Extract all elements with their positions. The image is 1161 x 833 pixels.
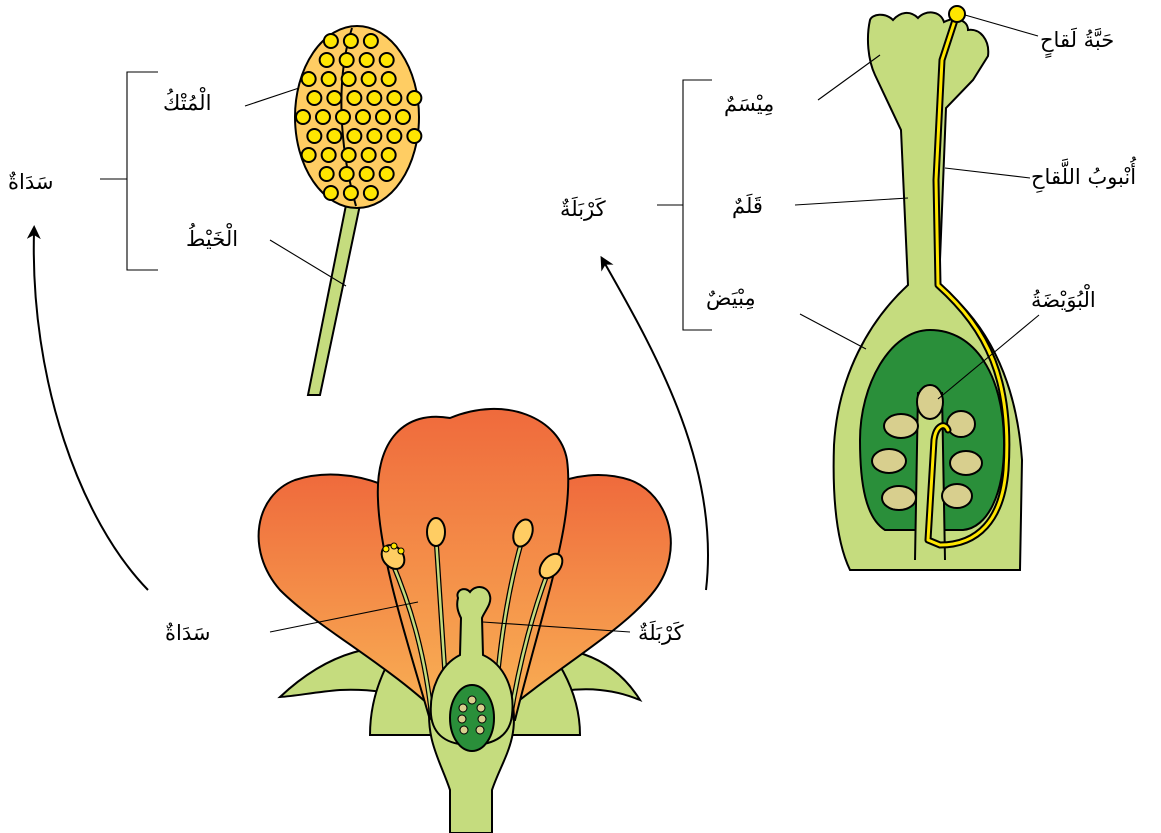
style-label: قَلَمٌ <box>732 193 763 219</box>
anther-pollen-dot <box>347 91 361 105</box>
anther-pollen-dot <box>327 129 341 143</box>
ovule <box>942 484 972 508</box>
anther-pollen-dot <box>380 167 394 181</box>
anther-pollen-dot <box>382 148 396 162</box>
arrow-to-stamen <box>34 232 148 590</box>
stamen-side-label: سَدَاةٌ <box>8 170 53 194</box>
anther-pollen-dot <box>324 186 338 200</box>
flower-pollen-dot <box>398 548 404 554</box>
ovary-leader <box>800 314 866 349</box>
stamen-illustration <box>295 26 421 395</box>
ovary-label: مِبْيَضٌ <box>706 286 756 310</box>
anther-pollen-dot <box>382 72 396 86</box>
anther-pollen-dot <box>307 129 321 143</box>
flower-pollen-dot <box>383 546 389 552</box>
anther-label: الْمُتْكُ <box>163 86 211 115</box>
flower-stamen-label: سَدَاةٌ <box>165 621 210 645</box>
anther-pollen-dot <box>360 167 374 181</box>
pollen-tube-label: أُنْبوبُ اللَّقاحِ <box>1031 156 1137 193</box>
anther-pollen-dot <box>347 129 361 143</box>
anther-pollen-dot <box>322 72 336 86</box>
anther-pollen-dot <box>407 129 421 143</box>
ovule-label: الْبُوَيْضَةُ <box>1031 283 1096 312</box>
stigma-leader <box>818 55 880 100</box>
anther-pollen-dot <box>322 148 336 162</box>
anther-pollen-dot <box>320 53 334 67</box>
anther-pollen-dot <box>387 91 401 105</box>
pollen-grain <box>949 6 965 22</box>
pistil-illustration <box>834 6 1022 570</box>
anther-pollen-dot <box>360 53 374 67</box>
ovule <box>950 451 982 475</box>
anther-pollen-dot <box>340 53 354 67</box>
anther-pollen-dot <box>396 110 410 124</box>
ovule <box>872 449 906 473</box>
anther-pollen-dot <box>407 91 421 105</box>
flower-ovule <box>458 715 466 723</box>
ovule <box>882 486 916 510</box>
anther-pollen-dot <box>336 110 350 124</box>
style-leader <box>795 198 908 205</box>
flower-ovule <box>460 726 468 734</box>
filament-shape <box>308 200 361 395</box>
flower-ovary-chamber <box>450 685 494 751</box>
stamen-bracket <box>100 72 158 270</box>
ovule <box>884 414 918 438</box>
anther-pollen-dot <box>356 110 370 124</box>
anther-pollen-dot <box>342 148 356 162</box>
ovule <box>917 385 943 419</box>
pollen-grain-label: حَبَّةُ لَقاحٍ <box>1040 27 1114 59</box>
anther-pollen-dot <box>344 186 358 200</box>
anther-pollen-dot <box>327 91 341 105</box>
flower-illustration <box>259 409 671 833</box>
anther-pollen-dot <box>376 110 390 124</box>
flower-ovule <box>468 696 476 704</box>
anther-pollen-dot <box>344 34 358 48</box>
flower-ovule <box>478 715 486 723</box>
flower-ovule <box>459 704 467 712</box>
anther-pollen-dot <box>320 167 334 181</box>
anther-pollen-dot <box>340 167 354 181</box>
flower-pistil-label: كَرْبَلَةٌ <box>638 620 684 645</box>
anther-pollen-dot <box>364 186 378 200</box>
anther-pollen-dot <box>387 129 401 143</box>
anther-pollen-dot <box>380 53 394 67</box>
pistil-bracket <box>657 80 712 330</box>
anther-pollen-dot <box>362 148 376 162</box>
stigma-label: مِيْسَمٌ <box>724 92 774 117</box>
anther-pollen-dot <box>342 72 356 86</box>
flower-anther <box>427 518 445 546</box>
anther-pollen-dot <box>302 72 316 86</box>
anther-pollen-dot <box>316 110 330 124</box>
anther-pollen-dot <box>307 91 321 105</box>
flower-ovule <box>476 726 484 734</box>
anther-pollen-dot <box>324 34 338 48</box>
flower-pollen-dot <box>391 543 397 549</box>
anther-leader <box>245 88 299 106</box>
anther-pollen-dot <box>296 110 310 124</box>
filament-label: الْخَيْطُ <box>186 222 238 251</box>
anther-pollen-dot <box>302 148 316 162</box>
ovule <box>947 411 975 437</box>
pollen-tube-leader <box>945 168 1030 178</box>
anther-pollen-dot <box>364 34 378 48</box>
pistil-side-label: كَرْبَلَةٌ <box>560 196 606 221</box>
anther-pollen-dot <box>367 129 381 143</box>
anther-pollen-dot <box>362 72 376 86</box>
anther-pollen-dot <box>367 91 381 105</box>
flower-ovule <box>477 704 485 712</box>
